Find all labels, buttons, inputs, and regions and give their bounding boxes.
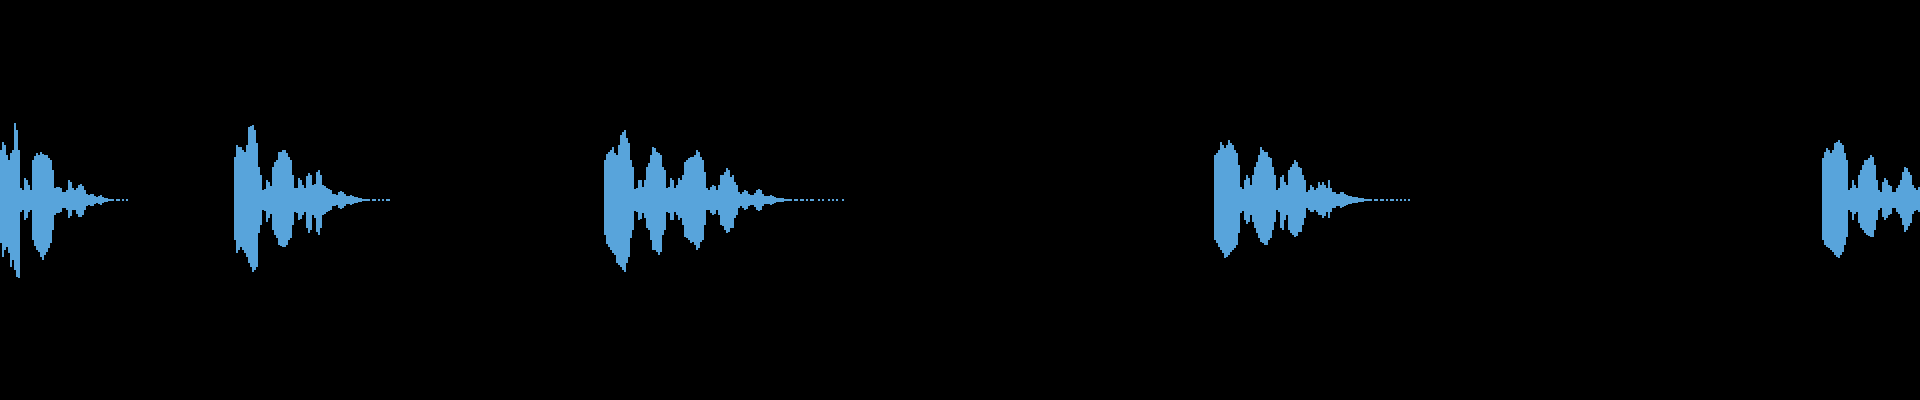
waveform-burst-4	[1214, 140, 1410, 258]
waveform-bursts	[0, 123, 1920, 278]
waveform-burst-2	[234, 125, 390, 272]
waveform-burst-1	[0, 123, 128, 278]
waveform-burst-5	[1822, 140, 1920, 258]
waveform-burst-3	[604, 130, 844, 272]
